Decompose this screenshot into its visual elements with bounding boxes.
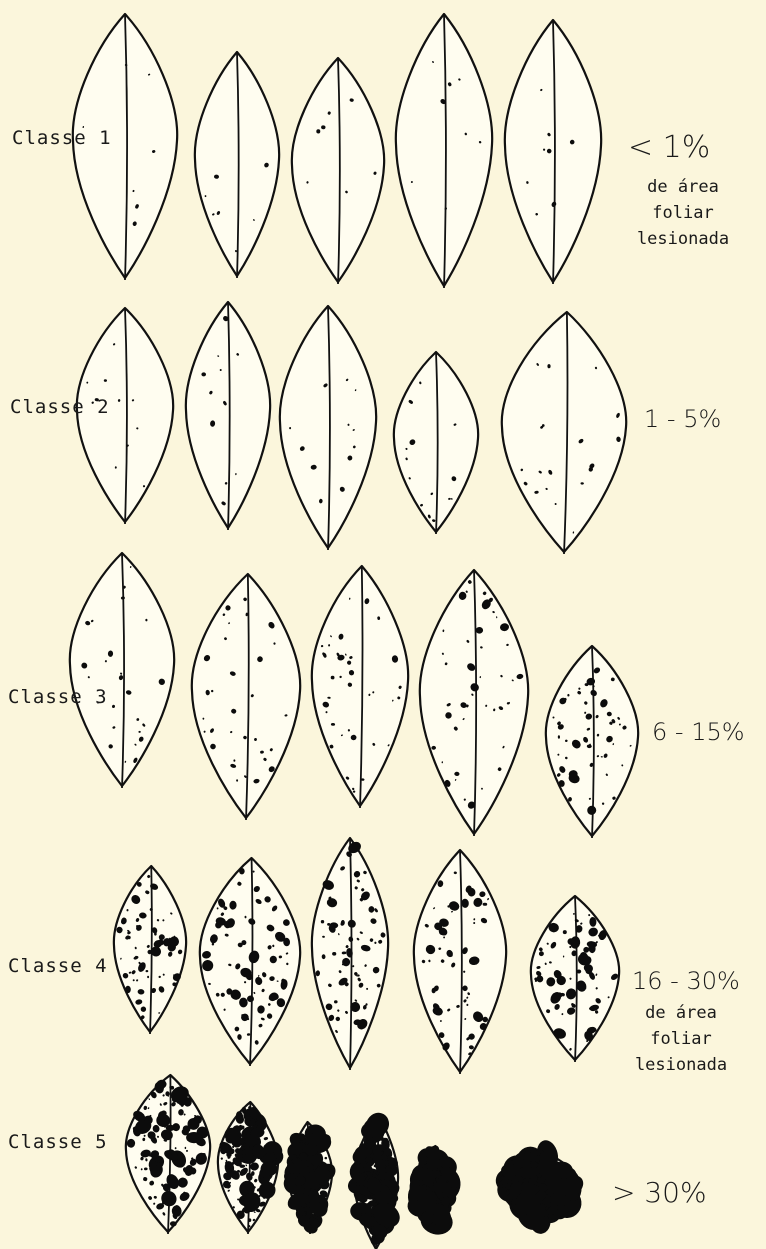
leaf-outline (280, 306, 376, 548)
diseased-leaf (114, 866, 186, 1034)
diseased-leaf (505, 20, 601, 284)
class-label-2: Classe 2 (10, 396, 110, 418)
description-line: foliar (616, 1026, 746, 1052)
class-range-3: 6 - 15% (652, 718, 745, 746)
class-label-1: Classe 1 (12, 127, 112, 149)
diseased-leaf (494, 1138, 587, 1235)
description-line: de área (618, 174, 748, 200)
diseased-leaf (420, 570, 528, 836)
leaf-outline (505, 20, 601, 282)
leaf-outline (420, 570, 528, 834)
leaf-outline (414, 850, 506, 1072)
diseased-leaf (292, 58, 384, 284)
diseased-leaf (280, 306, 376, 550)
class-label-4: Classe 4 (8, 955, 108, 977)
diseased-leaf (280, 1122, 338, 1236)
diseased-leaf (404, 1143, 462, 1238)
diseased-leaf (200, 858, 300, 1066)
leaf-outline (192, 574, 300, 818)
leaf-outline (292, 58, 384, 282)
lesion-spot (567, 694, 569, 697)
class-description-4: de área foliar lesionada (616, 1000, 746, 1078)
diseased-leaf (502, 312, 626, 554)
leaf-outline (396, 14, 492, 286)
leaf-outline (312, 566, 408, 806)
lesion-spot (168, 1196, 172, 1199)
diseased-leaf (546, 646, 638, 838)
leaf-row-4 (114, 838, 619, 1074)
leaf-outline (502, 312, 626, 552)
diseased-leaf (345, 1109, 404, 1249)
description-line: foliar (618, 200, 748, 226)
class-range-4: 16 - 30% (632, 967, 740, 995)
diseased-leaf (531, 896, 619, 1062)
leaf-row-1 (73, 14, 601, 288)
leaf-row-2 (77, 302, 626, 554)
class-range-5: > 30% (612, 1176, 707, 1209)
leaf-row-3 (70, 553, 638, 838)
diseased-leaf (70, 553, 174, 788)
leaf-outline (70, 553, 174, 786)
diseased-leaf (396, 14, 492, 288)
lesion-spot (147, 976, 149, 978)
lesion-spot (353, 791, 355, 793)
class-label-3: Classe 3 (8, 686, 108, 708)
diseased-leaf (192, 574, 300, 820)
diseased-leaf (126, 1075, 211, 1234)
class-description-1: de área foliar lesionada (618, 174, 748, 252)
diseased-leaf (186, 302, 270, 530)
diseased-leaf (312, 566, 408, 808)
lesion-spot (172, 982, 176, 986)
leaf-row-5 (126, 1075, 588, 1249)
class-range-1: < 1% (628, 130, 710, 165)
class-label-5: Classe 5 (8, 1131, 108, 1153)
diseased-leaf (312, 838, 388, 1070)
lesion-spot (563, 930, 567, 934)
diseased-leaf (394, 352, 478, 534)
lesion-spot (321, 920, 324, 923)
diseased-leaf (195, 52, 279, 278)
class-range-2: 1 - 5% (644, 405, 721, 433)
description-line: lesionada (616, 1052, 746, 1078)
diseased-leaf (414, 850, 506, 1074)
diseased-leaf (217, 1102, 286, 1234)
description-line: de área (616, 1000, 746, 1026)
description-line: lesionada (618, 226, 748, 252)
